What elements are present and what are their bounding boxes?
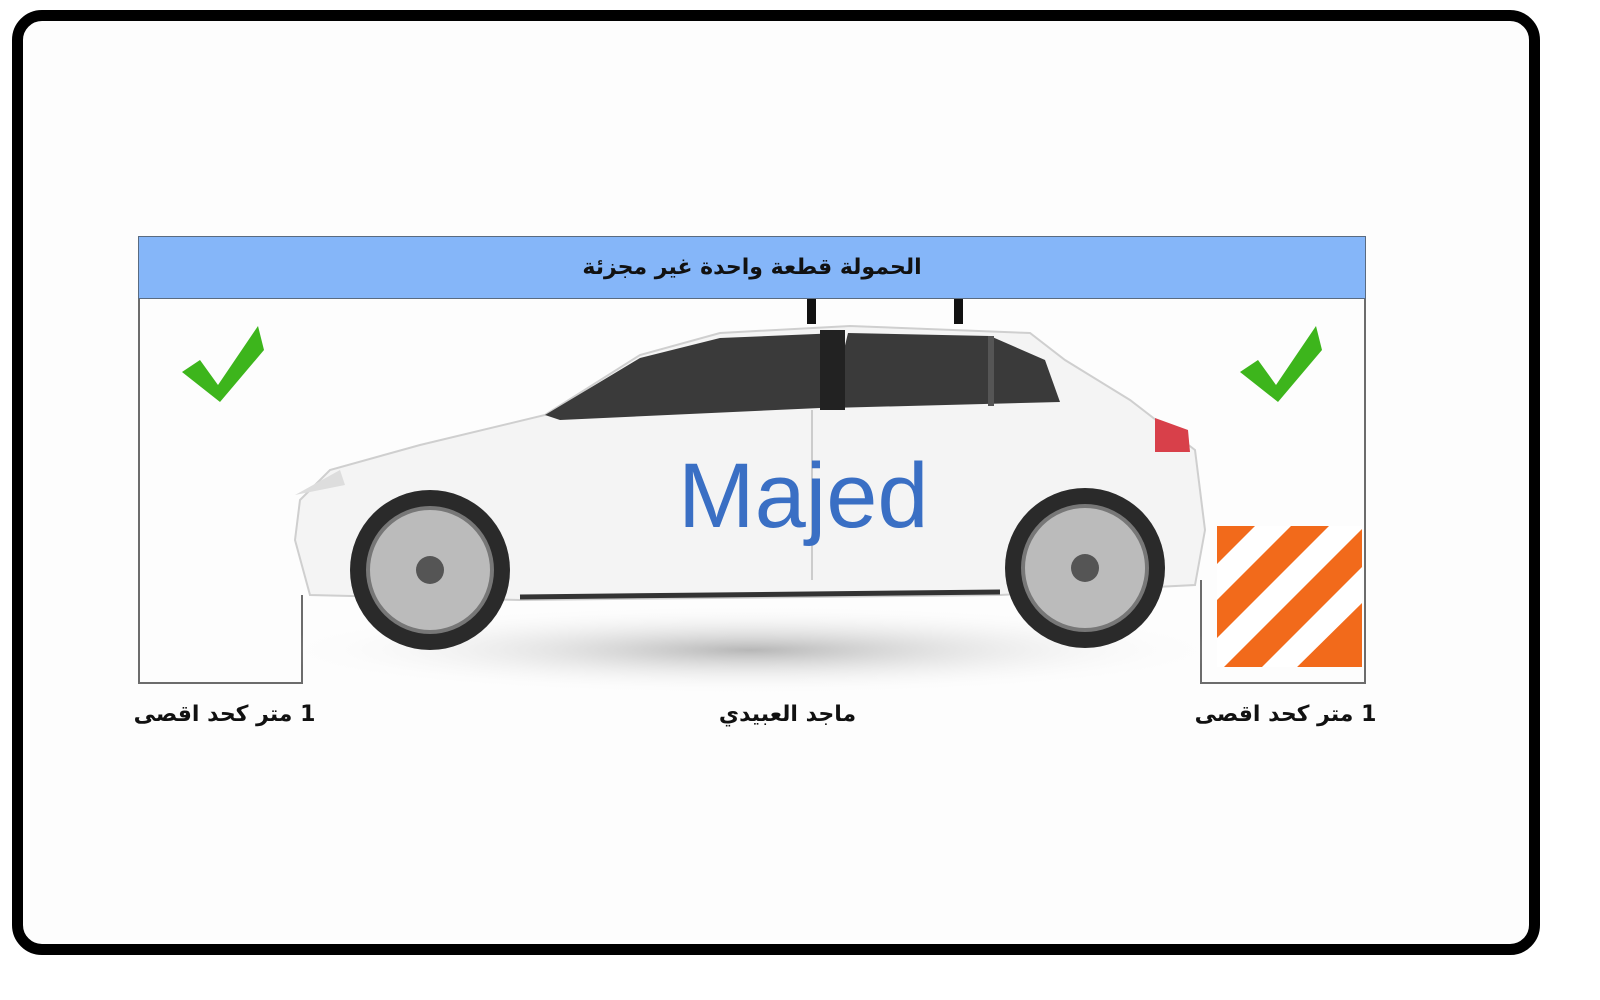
car [270,324,1230,695]
right-limit-label: 1 متر كحد اقصى [1194,702,1377,727]
left-bracket-vertical [138,299,140,684]
banner-text: الحمولة قطعة واحدة غير مجزئة [582,255,922,280]
roof-post [807,299,816,324]
right-bracket-inner [1200,580,1202,684]
car-brand-text: Majed [678,445,929,547]
load-banner: الحمولة قطعة واحدة غير مجزئة [138,236,1366,299]
author-label: ماجد العبيدي [718,702,857,727]
rear-wheel [1005,488,1165,648]
hazard-marker [1217,526,1362,667]
check-icon-right [1240,326,1322,402]
right-bracket-vertical [1364,299,1366,684]
left-bracket-bottom [138,682,303,684]
check-icon-left [182,326,264,402]
roof-post [954,299,963,324]
left-limit-label: 1 متر كحد اقصى [133,702,316,727]
right-bracket-bottom [1200,682,1366,684]
front-wheel [350,490,510,650]
